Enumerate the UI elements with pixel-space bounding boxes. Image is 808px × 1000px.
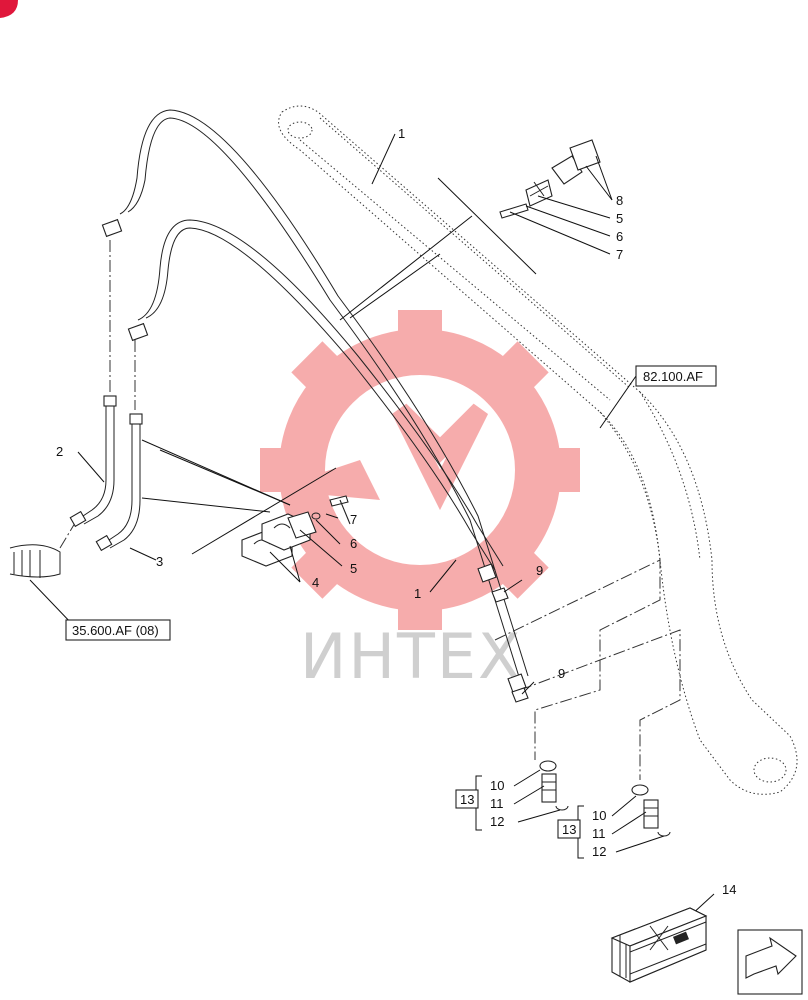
washer <box>311 512 321 520</box>
callout-12a: 12 <box>490 814 504 829</box>
coupler-set-b <box>631 784 671 837</box>
callout-1b: 1 <box>414 586 421 601</box>
callout-5a: 5 <box>350 561 357 576</box>
next-page-arrow-icon[interactable] <box>737 929 803 995</box>
callout-6b: 6 <box>616 229 623 244</box>
leader-lines <box>29 133 715 917</box>
pipe-3 <box>95 413 143 552</box>
wooden-crate-icon <box>610 907 708 983</box>
hose-fitting <box>477 563 497 583</box>
kit-box-13a[interactable] <box>455 789 479 809</box>
callout-11a: 11 <box>490 796 504 811</box>
ref-boom-label[interactable]: 82.100.AF <box>643 369 703 384</box>
ref-box-boom[interactable] <box>635 365 717 387</box>
callout-10a: 10 <box>490 778 504 793</box>
red-corner-badge-icon <box>0 0 18 18</box>
callout-3: 3 <box>156 554 163 569</box>
callout-2: 2 <box>56 444 63 459</box>
callout-7b: 7 <box>616 247 623 262</box>
watermark-text: ИНТЕХ <box>300 620 523 693</box>
clamp-plate <box>287 511 317 539</box>
valve-stub <box>9 544 61 578</box>
callout-12b: 12 <box>592 844 606 859</box>
hose-fitting <box>127 322 149 342</box>
clamp-set-upper <box>499 139 601 219</box>
ref-valve-label[interactable]: 35.600.AF (08) <box>72 623 159 638</box>
connection-lines <box>59 240 681 780</box>
bolt <box>329 495 351 525</box>
callout-7a: 7 <box>350 512 357 527</box>
callout-11b: 11 <box>592 826 606 841</box>
callout-5b: 5 <box>616 211 623 226</box>
fitting-9a <box>491 587 509 603</box>
callout-13a[interactable]: 13 <box>460 792 474 807</box>
ref-box-valve[interactable] <box>65 619 171 641</box>
coupler-set-a <box>539 760 569 811</box>
callout-10b: 10 <box>592 808 606 823</box>
callout-6a: 6 <box>350 536 357 551</box>
callout-4: 4 <box>312 575 319 590</box>
boom-outline <box>278 105 798 795</box>
hose-long-2 <box>137 219 504 571</box>
gear-logo-icon <box>260 310 580 630</box>
pipe-2 <box>69 395 117 528</box>
kit-box-13b[interactable] <box>557 819 581 839</box>
hose-long-1 <box>119 109 529 681</box>
hose-fitting <box>101 218 123 238</box>
callout-8: 8 <box>616 193 623 208</box>
callout-9b: 9 <box>558 666 565 681</box>
callout-13b[interactable]: 13 <box>562 822 576 837</box>
callout-14: 14 <box>722 882 736 897</box>
callout-1a: 1 <box>398 126 405 141</box>
callout-9a: 9 <box>536 563 543 578</box>
